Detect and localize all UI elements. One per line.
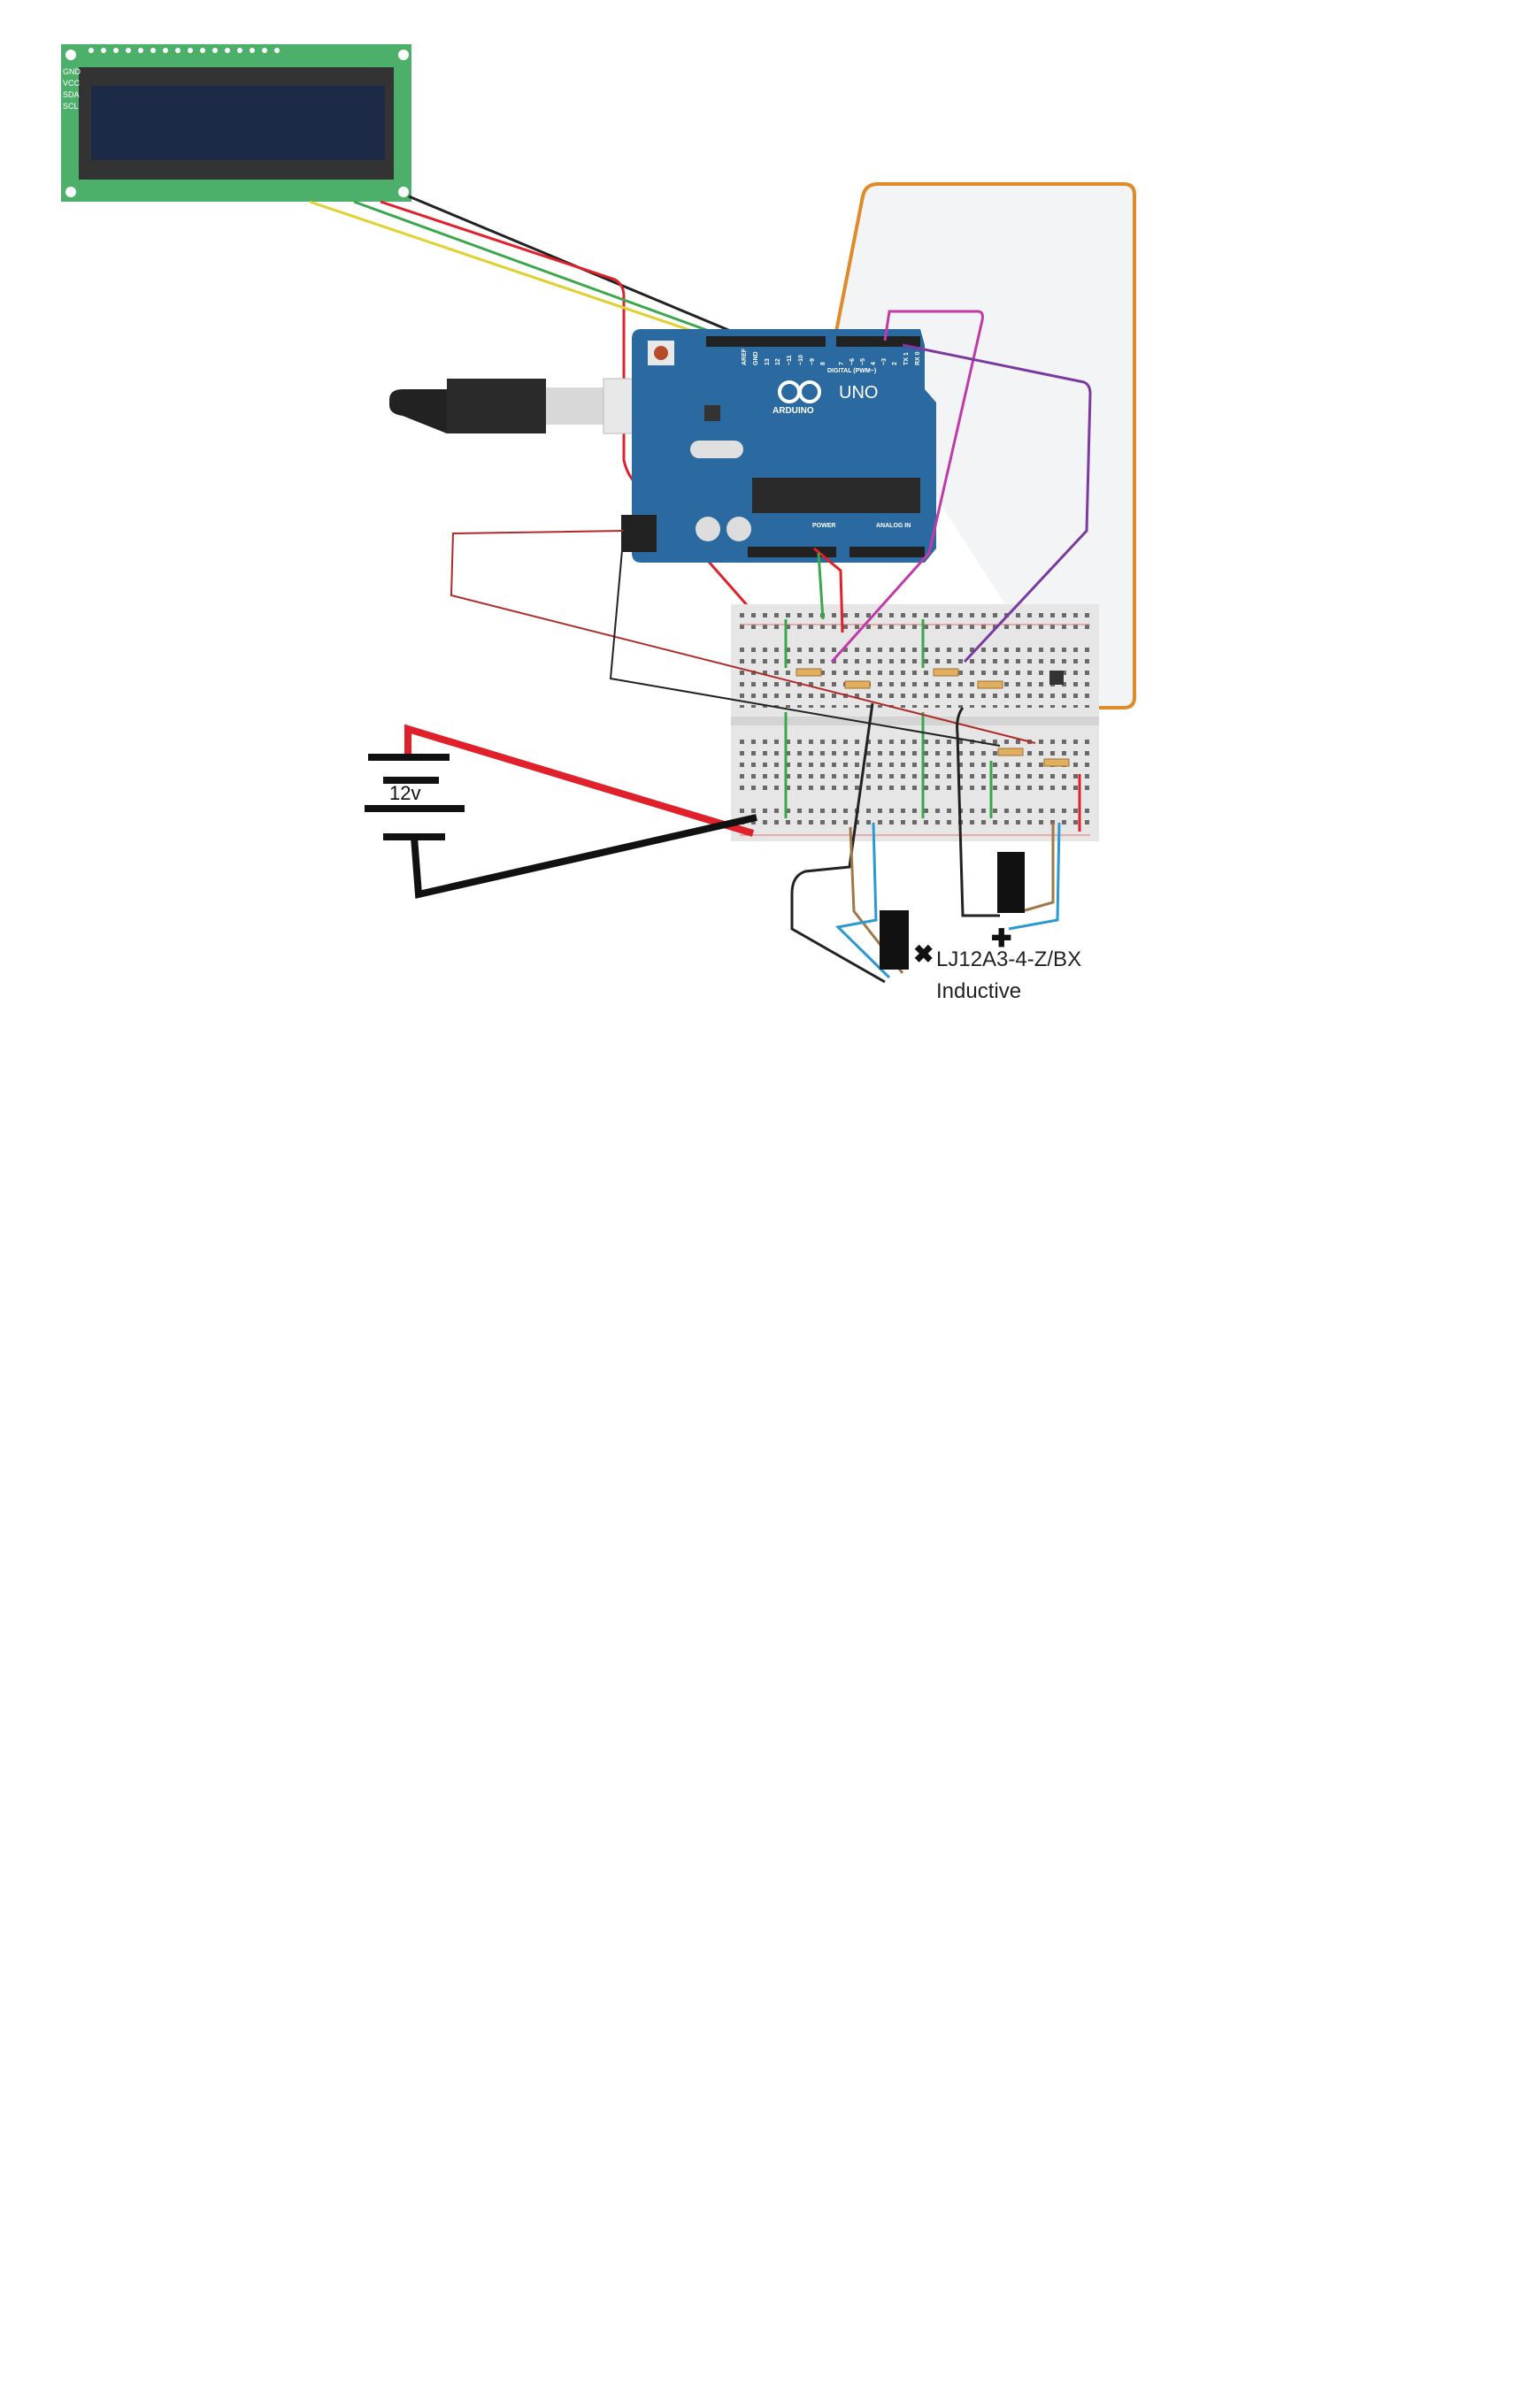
digital-pin-labels: AREF GND 13 12 ~11 ~10 ~9 8 7 ~6 ~5 4 ~3… bbox=[742, 348, 921, 365]
lcd-sda-wire bbox=[353, 200, 719, 336]
arduino-uno: ARDUINO UNO DIGITAL (PWM~) POWER ANALOG … bbox=[621, 329, 936, 563]
battery-negative-wire bbox=[411, 814, 757, 899]
pin-label-11: ~11 bbox=[787, 355, 793, 365]
pin-label-9: ~9 bbox=[810, 358, 816, 365]
sensor-2-marker-icon: ✚ bbox=[991, 924, 1011, 952]
pin-label-tx1: TX 1 bbox=[903, 352, 910, 365]
sensor-type-label: Inductive bbox=[936, 979, 1021, 1003]
pin-label-13: 13 bbox=[765, 358, 771, 365]
inductive-sensor-1 bbox=[880, 910, 909, 970]
pin-label-10: ~10 bbox=[798, 355, 804, 365]
lcd-display: GND VCC SDA SCL bbox=[61, 44, 411, 202]
push-button bbox=[1049, 671, 1064, 685]
pin-label-6: ~6 bbox=[849, 358, 856, 365]
sensor-1-marker-icon: ✖ bbox=[913, 940, 934, 968]
arduino-model: UNO bbox=[839, 383, 878, 403]
pin-label-rx0: RX 0 bbox=[915, 351, 921, 365]
digital-label: DIGITAL (PWM~) bbox=[827, 368, 876, 374]
lcd-scl-wire bbox=[309, 200, 709, 338]
inductive-sensor-2 bbox=[997, 852, 1025, 913]
arduino-brand: ARDUINO bbox=[773, 406, 814, 416]
battery-positive-wire bbox=[404, 724, 755, 837]
pin-label-3: ~3 bbox=[881, 358, 888, 365]
arduino-logo-icon bbox=[778, 380, 821, 403]
battery-label: 12v bbox=[389, 782, 420, 804]
usb-cable bbox=[389, 378, 640, 434]
analog-label: ANALOG IN bbox=[876, 523, 911, 529]
pin-label-12: 12 bbox=[775, 358, 781, 365]
pin-label-4: 4 bbox=[871, 362, 877, 365]
lcd-pin-scl: SCL bbox=[63, 102, 79, 111]
lcd-pin-sda: SDA bbox=[63, 90, 80, 99]
breadboard bbox=[731, 604, 1099, 841]
lcd-pin-vcc: VCC bbox=[63, 79, 81, 88]
resistors bbox=[796, 668, 1070, 767]
pin-label-aref: AREF bbox=[742, 348, 748, 365]
orange-wire bbox=[833, 182, 1136, 709]
battery-12v: 12v bbox=[365, 754, 465, 840]
pin-label-7: 7 bbox=[839, 362, 845, 365]
sensor-model-label: LJ12A3-4-Z/BX bbox=[936, 947, 1081, 971]
pin-label-gnd: GND bbox=[753, 351, 759, 365]
power-label: POWER bbox=[812, 523, 835, 529]
pin-label-8: 8 bbox=[820, 362, 826, 365]
pin-label-2: 2 bbox=[892, 362, 898, 365]
lcd-pin-gnd: GND bbox=[63, 67, 81, 76]
pin-label-5: ~5 bbox=[860, 358, 866, 365]
